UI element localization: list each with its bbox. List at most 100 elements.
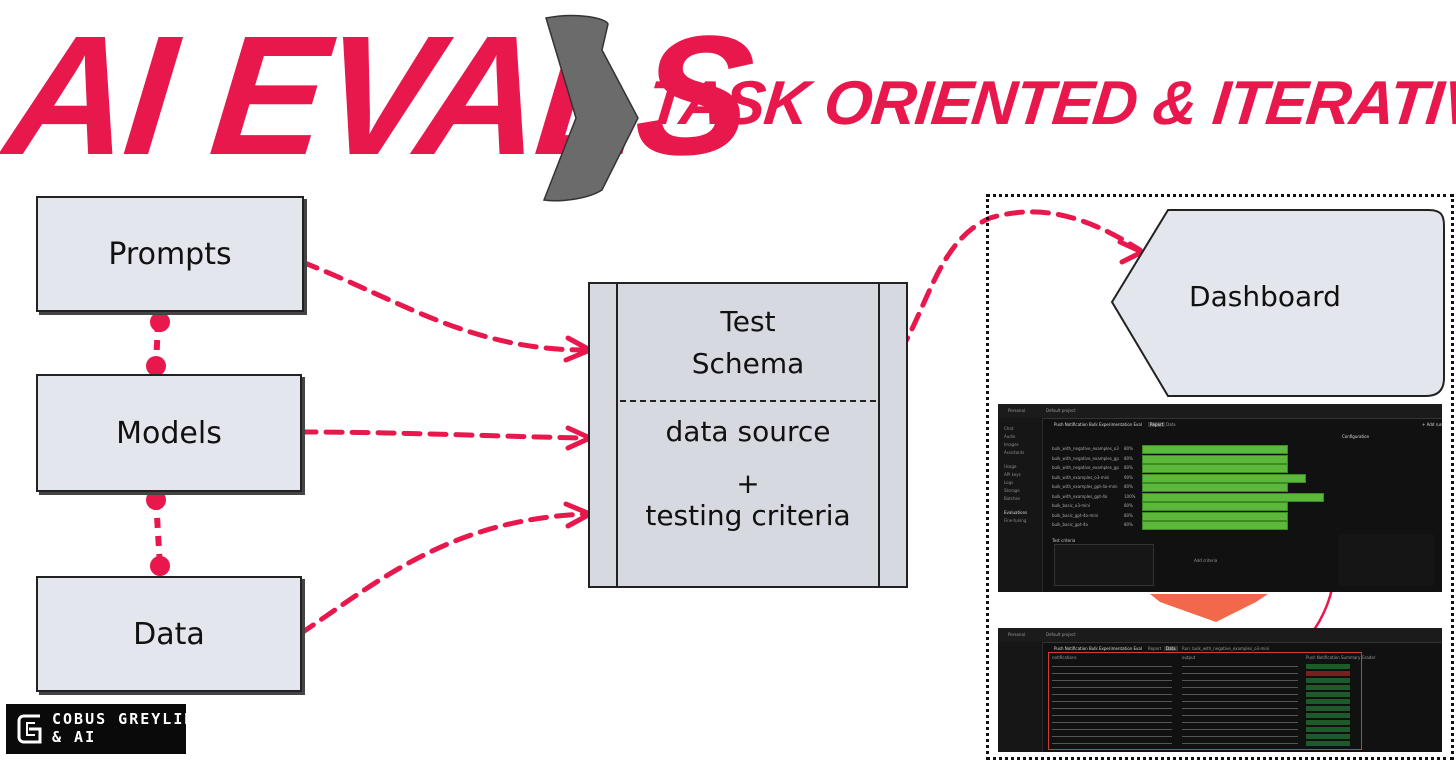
dashboard-label: Dashboard xyxy=(1189,280,1341,313)
output-text-line xyxy=(1182,701,1298,702)
tab-data[interactable]: Data xyxy=(1166,422,1176,427)
nav-evaluations[interactable]: Evaluations xyxy=(1004,510,1028,515)
score-bar xyxy=(1142,483,1288,492)
run-selector[interactable]: Run: bulk_with_negative_examples_o3-mini xyxy=(1182,646,1270,651)
notification-text-line xyxy=(1052,673,1172,674)
notification-text-line xyxy=(1052,729,1172,730)
nav-images[interactable]: Images xyxy=(1004,442,1019,447)
schema-title-line1: Test xyxy=(720,305,776,338)
run-score: 80% xyxy=(1124,512,1133,518)
grader-badge xyxy=(1306,671,1350,676)
score-bar xyxy=(1142,511,1288,521)
nav-batches[interactable]: Batches xyxy=(1004,496,1021,501)
logo-line1: COBUS GREYLING xyxy=(52,710,207,728)
notification-text-line xyxy=(1052,666,1172,667)
g-logo-icon xyxy=(17,714,42,744)
breadcrumb-2: Default project xyxy=(1046,632,1076,637)
run-name[interactable]: bulk_with_examples_gpt-4o xyxy=(1052,493,1108,499)
nav-storage[interactable]: Storage xyxy=(1004,488,1020,493)
run-score: 80% xyxy=(1124,446,1133,451)
score-bar xyxy=(1142,492,1324,502)
notification-text-line xyxy=(1052,743,1172,744)
schema-testing-criteria: testing criteria xyxy=(645,499,851,532)
grader-badge xyxy=(1306,720,1350,725)
nav-fine-tuning[interactable]: Fine-tuning xyxy=(1004,518,1027,523)
dashboard-frame xyxy=(986,194,1454,760)
grader-badge xyxy=(1306,685,1350,690)
col-output: output xyxy=(1182,655,1196,660)
logo-text: COBUS GREYLING & AI xyxy=(52,710,206,746)
nav-usage[interactable]: Usage xyxy=(1004,464,1017,469)
nav-assistants[interactable]: Assistants xyxy=(1004,450,1025,455)
models-box: Models xyxy=(36,374,302,492)
criteria-card xyxy=(1054,544,1154,586)
sidebar: Chat Audio Images Assistants Usage API k… xyxy=(998,418,1043,592)
chevron-arrow-icon xyxy=(542,14,639,202)
nav-audio[interactable]: Audio xyxy=(1004,434,1016,439)
notification-text-line xyxy=(1052,680,1172,681)
notification-text-line xyxy=(1052,722,1172,723)
output-text-line xyxy=(1182,722,1298,723)
prompts-label: Prompts xyxy=(108,236,232,272)
grader-badge xyxy=(1306,699,1350,704)
notification-text-line xyxy=(1052,701,1172,702)
grader-badge xyxy=(1306,727,1350,732)
grader-badge xyxy=(1306,734,1350,739)
col-grader: Push Notification Summary Grader xyxy=(1306,655,1376,660)
output-text-line xyxy=(1182,673,1298,674)
schema-data-source: data source xyxy=(665,415,831,448)
run-score: 80% xyxy=(1124,522,1133,527)
notification-text-line xyxy=(1052,687,1172,688)
grader-badge xyxy=(1306,678,1350,683)
models-label: Models xyxy=(116,415,222,451)
output-text-line xyxy=(1182,694,1298,695)
output-text-line xyxy=(1182,680,1298,681)
notification-text-line xyxy=(1052,715,1172,716)
score-bar xyxy=(1142,454,1288,464)
score-bar xyxy=(1142,502,1288,511)
grader-badge xyxy=(1306,692,1350,697)
prompts-box: Prompts xyxy=(36,196,304,312)
nav-chat[interactable]: Chat xyxy=(1004,426,1014,431)
run-name[interactable]: bulk_with_negative_examples_o3 xyxy=(1052,446,1119,451)
output-text-line xyxy=(1182,743,1298,744)
output-text-line xyxy=(1182,736,1298,737)
criteria-label: Test criteria xyxy=(1052,538,1076,543)
run-name[interactable]: bulk_with_negative_examples_gp xyxy=(1052,455,1119,461)
tab-report[interactable]: Report xyxy=(1148,422,1166,427)
score-bar xyxy=(1142,464,1288,473)
highlight-box xyxy=(1048,652,1362,750)
eval-title-2: Push Notification Bulk Experimentation E… xyxy=(1054,646,1142,651)
nav-logs[interactable]: Logs xyxy=(1004,480,1014,485)
run-name[interactable]: bulk_with_negative_examples_gp xyxy=(1052,465,1119,470)
schema-plus: + xyxy=(736,467,760,500)
run-name[interactable]: bulk_basic_o3-mini xyxy=(1052,503,1090,508)
run-name[interactable]: bulk_with_examples_o3-mini xyxy=(1052,474,1110,480)
config-label: Configuration xyxy=(1342,434,1370,439)
notification-text-line xyxy=(1052,708,1172,709)
test-schema-box: Test Schema data source + testing criter… xyxy=(588,282,908,588)
score-bar xyxy=(1142,473,1306,483)
add-run-button[interactable]: + Add run xyxy=(1422,422,1443,427)
run-name[interactable]: bulk_with_examples_gpt-4o-mini xyxy=(1052,484,1118,489)
logo-line2: & AI xyxy=(52,728,97,746)
add-criteria-button[interactable]: Add criteria xyxy=(1194,558,1218,563)
nav-api-keys[interactable]: API keys xyxy=(1004,472,1021,477)
col-notifications: notifications xyxy=(1052,655,1077,660)
run-name[interactable]: bulk_basic_gpt-4o xyxy=(1052,522,1088,527)
output-text-line xyxy=(1182,708,1298,709)
run-name[interactable]: bulk_basic_gpt-4o-mini xyxy=(1052,512,1099,518)
notification-text-line xyxy=(1052,736,1172,737)
item-schema-panel xyxy=(1338,534,1434,586)
tab-report-2[interactable]: Report xyxy=(1148,646,1162,651)
output-text-line xyxy=(1182,715,1298,716)
run-score: 100% xyxy=(1124,493,1136,499)
run-score: 80% xyxy=(1124,484,1133,489)
score-bar xyxy=(1142,445,1288,454)
output-text-line xyxy=(1182,729,1298,730)
output-text-line xyxy=(1182,687,1298,688)
tab-data-2[interactable]: Data xyxy=(1164,646,1178,651)
orange-down-arrow-icon xyxy=(1150,594,1268,622)
grader-badge xyxy=(1306,706,1350,711)
